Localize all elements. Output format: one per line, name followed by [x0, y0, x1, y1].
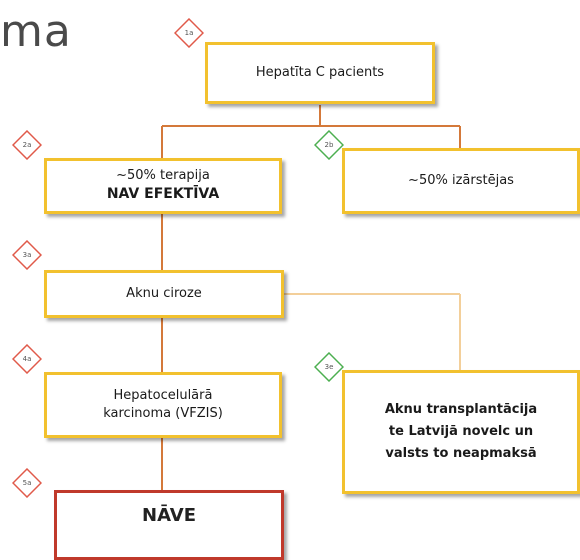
diamond-icon: [12, 468, 42, 498]
node-5-label: NĀVE: [142, 505, 196, 526]
diamond-icon: [12, 344, 42, 374]
diamond-icon: [12, 240, 42, 270]
node-4-line1: Hepatocelulārā: [113, 387, 213, 403]
node-3-label: Aknu ciroze: [126, 285, 202, 301]
node-cured: ~50% izārstējas: [342, 148, 580, 214]
badge-3a: 3a: [12, 240, 42, 270]
diamond-icon: [12, 130, 42, 160]
diamond-icon: [314, 352, 344, 382]
node-therapy-ineffective: ~50% terapija NAV EFEKTĪVA: [44, 158, 282, 214]
node-1-label: Hepatīta C pacients: [255, 64, 385, 80]
badge-2b: 2b: [314, 130, 344, 160]
badge-1a: 1a: [174, 18, 204, 48]
node-3e-line3: valsts to neapmaksā: [385, 446, 537, 462]
badge-3e: 3e: [314, 352, 344, 382]
node-hepatocellular-carcinoma: Hepatocelulārā karcinoma (VFZIS): [44, 372, 282, 438]
diamond-icon: [174, 18, 204, 48]
node-death: NĀVE: [54, 490, 284, 560]
diamond-icon: [314, 130, 344, 160]
node-liver-transplant: Aknu transplantācija te Latvijā novelc u…: [342, 370, 580, 494]
badge-2a: 2a: [12, 130, 42, 160]
node-hepatitis-c-patient: Hepatīta C pacients: [205, 42, 435, 104]
page-title: ma: [0, 6, 72, 57]
node-2a-line1: ~50% terapija: [116, 168, 210, 184]
node-2a-line2: NAV EFEKTĪVA: [106, 186, 220, 203]
node-3e-line1: Aknu transplantācija: [384, 401, 538, 417]
node-cirrhosis: Aknu ciroze: [44, 270, 284, 318]
node-3e-line2: te Latvijā novelc un: [388, 423, 534, 439]
node-4-line2: karcinoma (VFZIS): [103, 406, 223, 421]
node-2b-label: ~50% izārstējas: [408, 172, 514, 188]
badge-4a: 4a: [12, 344, 42, 374]
badge-5a: 5a: [12, 468, 42, 498]
